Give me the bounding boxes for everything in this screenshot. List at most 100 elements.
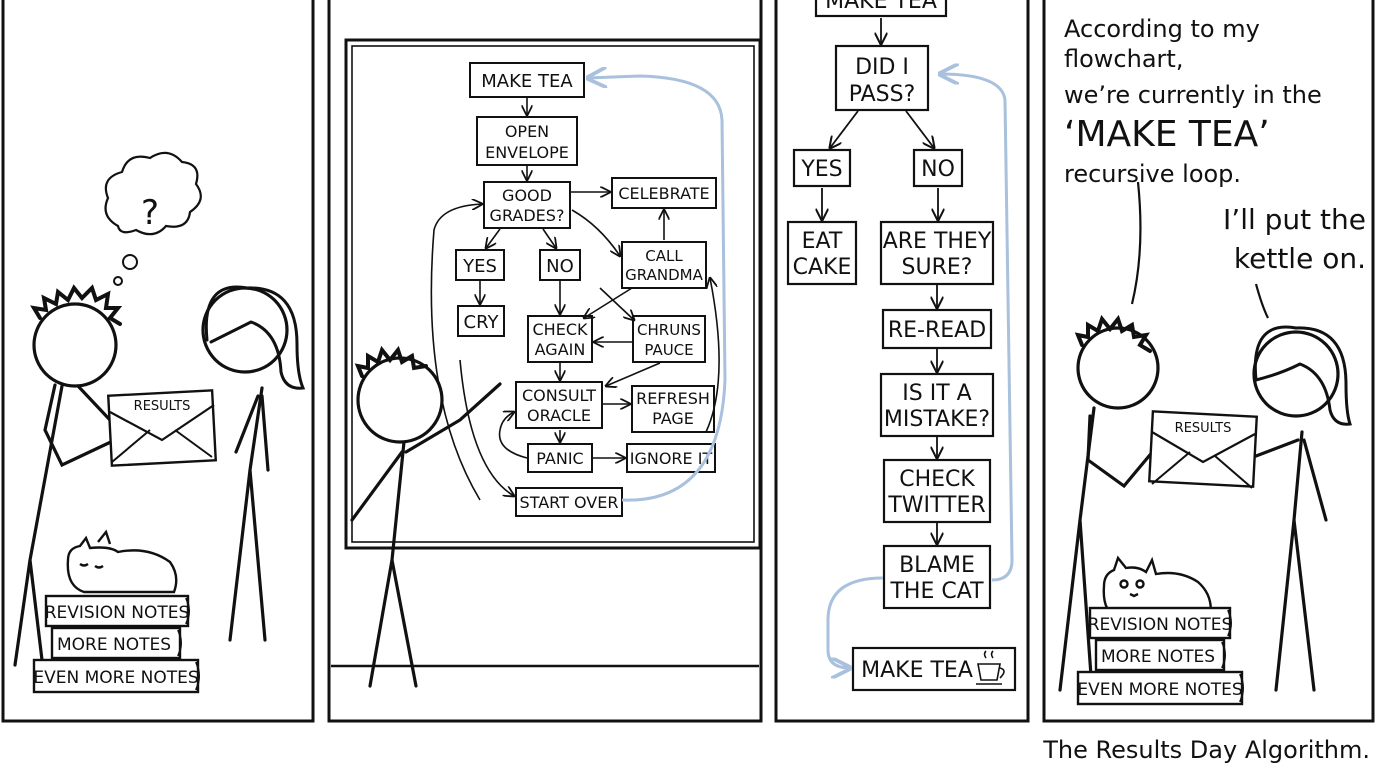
- panel-1: ? RESULTS: [1, 0, 315, 723]
- speech-right: I’ll put the kettle on.: [1196, 202, 1366, 276]
- panel-4: RESULTS REVISION NOTES MORE NOTES EVEN: [1042, 0, 1375, 723]
- svg-text:RE-READ: RE-READ: [888, 318, 986, 343]
- panel-4-border: [1042, 0, 1375, 723]
- fc-no: NO: [912, 148, 964, 188]
- book-stack: REVISION NOTES MORE NOTES EVEN MORE NOTE…: [32, 594, 200, 694]
- book-label: MORE NOTES: [1101, 647, 1215, 667]
- svg-text:ARE THEY: ARE THEY: [883, 229, 992, 254]
- fc-cry: CRY: [457, 305, 505, 337]
- book-label: REVISION NOTES: [45, 603, 190, 623]
- svg-text:CELEBRATE: CELEBRATE: [618, 184, 709, 203]
- svg-text:DID I: DID I: [855, 55, 909, 80]
- svg-text:SURE?: SURE?: [902, 255, 973, 280]
- fc-arrows-right: [822, 18, 938, 544]
- speech-line: According to my flowchart,: [1064, 15, 1260, 73]
- svg-text:MAKE TEA: MAKE TEA: [481, 71, 573, 92]
- svg-text:IGNORE IT: IGNORE IT: [630, 449, 713, 468]
- speech-line: recursive loop.: [1064, 160, 1242, 188]
- thought-question-mark: ?: [141, 193, 159, 233]
- fc-loop-back-arrow: [588, 76, 727, 502]
- envelope-label: RESULTS: [134, 399, 191, 414]
- fc-make-tea-bottom: MAKE TEA: [851, 646, 1017, 692]
- svg-text:OPEN: OPEN: [505, 122, 549, 141]
- fc-open-envelope: OPEN ENVELOPE: [476, 116, 578, 166]
- fc-start-over: START OVER: [515, 487, 623, 517]
- envelope-label: RESULTS: [1175, 421, 1232, 436]
- svg-text:CHECK: CHECK: [533, 320, 588, 339]
- svg-text:IS IT A: IS IT A: [902, 381, 971, 406]
- book-label: EVEN MORE NOTES: [1077, 680, 1242, 700]
- svg-text:NO: NO: [546, 256, 574, 277]
- book-label: MORE NOTES: [57, 635, 171, 655]
- results-envelope-right: RESULTS: [1147, 410, 1259, 489]
- book-label: EVEN MORE NOTES: [33, 668, 198, 688]
- panel-1-border: [1, 0, 315, 723]
- svg-text:PAUCE: PAUCE: [644, 341, 693, 359]
- spiky-haired-figure-right: [1058, 314, 1160, 692]
- fc-no: NO: [539, 249, 581, 281]
- sleeping-cat: [66, 529, 178, 594]
- fc-to-make-tea-arrow: [826, 576, 884, 668]
- speech-tail-right: [1254, 283, 1269, 319]
- whiteboard: [344, 38, 762, 550]
- fc-yes: YES: [792, 148, 852, 188]
- speech-line-emphasis: ‘MAKE TEA’: [1064, 114, 1270, 155]
- svg-text:ORACLE: ORACLE: [527, 406, 591, 425]
- fc-chruns-pauce: CHRUNS PAUCE: [632, 315, 706, 363]
- svg-text:AGAIN: AGAIN: [535, 340, 586, 359]
- svg-text:GOOD: GOOD: [502, 186, 552, 205]
- svg-text:CHECK: CHECK: [899, 467, 975, 492]
- svg-text:PASS?: PASS?: [849, 82, 916, 107]
- fc-make-tea: MAKE TEA: [469, 62, 585, 98]
- fc-re-read: RE-READ: [881, 308, 993, 350]
- svg-text:GRANDMA: GRANDMA: [625, 266, 703, 284]
- svg-text:YES: YES: [800, 157, 842, 182]
- teacup-icon: [976, 650, 1005, 685]
- pointing-figure: [350, 345, 502, 688]
- svg-text:CONSULT: CONSULT: [522, 386, 596, 405]
- fc-make-tea-top: MAKE TEA: [814, 0, 948, 18]
- svg-text:CRY: CRY: [464, 312, 500, 333]
- svg-text:ENVELOPE: ENVELOPE: [485, 143, 569, 162]
- speech-line: I’ll put the: [1223, 203, 1366, 236]
- svg-text:PANIC: PANIC: [536, 449, 583, 468]
- woman-figure: [201, 285, 306, 642]
- svg-text:YES: YES: [462, 256, 497, 277]
- svg-text:PAGE: PAGE: [652, 409, 694, 428]
- speech-tail-left: [1130, 181, 1142, 305]
- fc-yes: YES: [455, 249, 505, 281]
- woman-figure-right: [1252, 325, 1353, 692]
- svg-text:TWITTER: TWITTER: [887, 493, 985, 518]
- results-envelope: RESULTS: [106, 389, 218, 467]
- fc-loop-back-arrow-right: [940, 74, 1014, 582]
- svg-text:EAT: EAT: [802, 229, 843, 254]
- speech-left: According to my flowchart, we’re current…: [1064, 14, 1369, 189]
- svg-text:NO: NO: [921, 157, 955, 182]
- svg-text:MAKE TEA: MAKE TEA: [861, 658, 973, 683]
- svg-text:THE CAT: THE CAT: [889, 579, 984, 604]
- svg-text:CHRUNS: CHRUNS: [637, 321, 701, 339]
- svg-text:CAKE: CAKE: [793, 255, 852, 280]
- book-label: REVISION NOTES: [1088, 615, 1233, 635]
- fc-celebrate: CELEBRATE: [611, 177, 717, 209]
- svg-text:BLAME: BLAME: [899, 553, 975, 578]
- svg-text:GRADES?: GRADES?: [490, 206, 565, 225]
- svg-text:MAKE TEA: MAKE TEA: [825, 0, 937, 14]
- comic-caption: The Results Day Algorithm.: [1043, 736, 1370, 764]
- svg-text:CALL: CALL: [645, 247, 683, 265]
- fc-panic: PANIC: [527, 443, 593, 473]
